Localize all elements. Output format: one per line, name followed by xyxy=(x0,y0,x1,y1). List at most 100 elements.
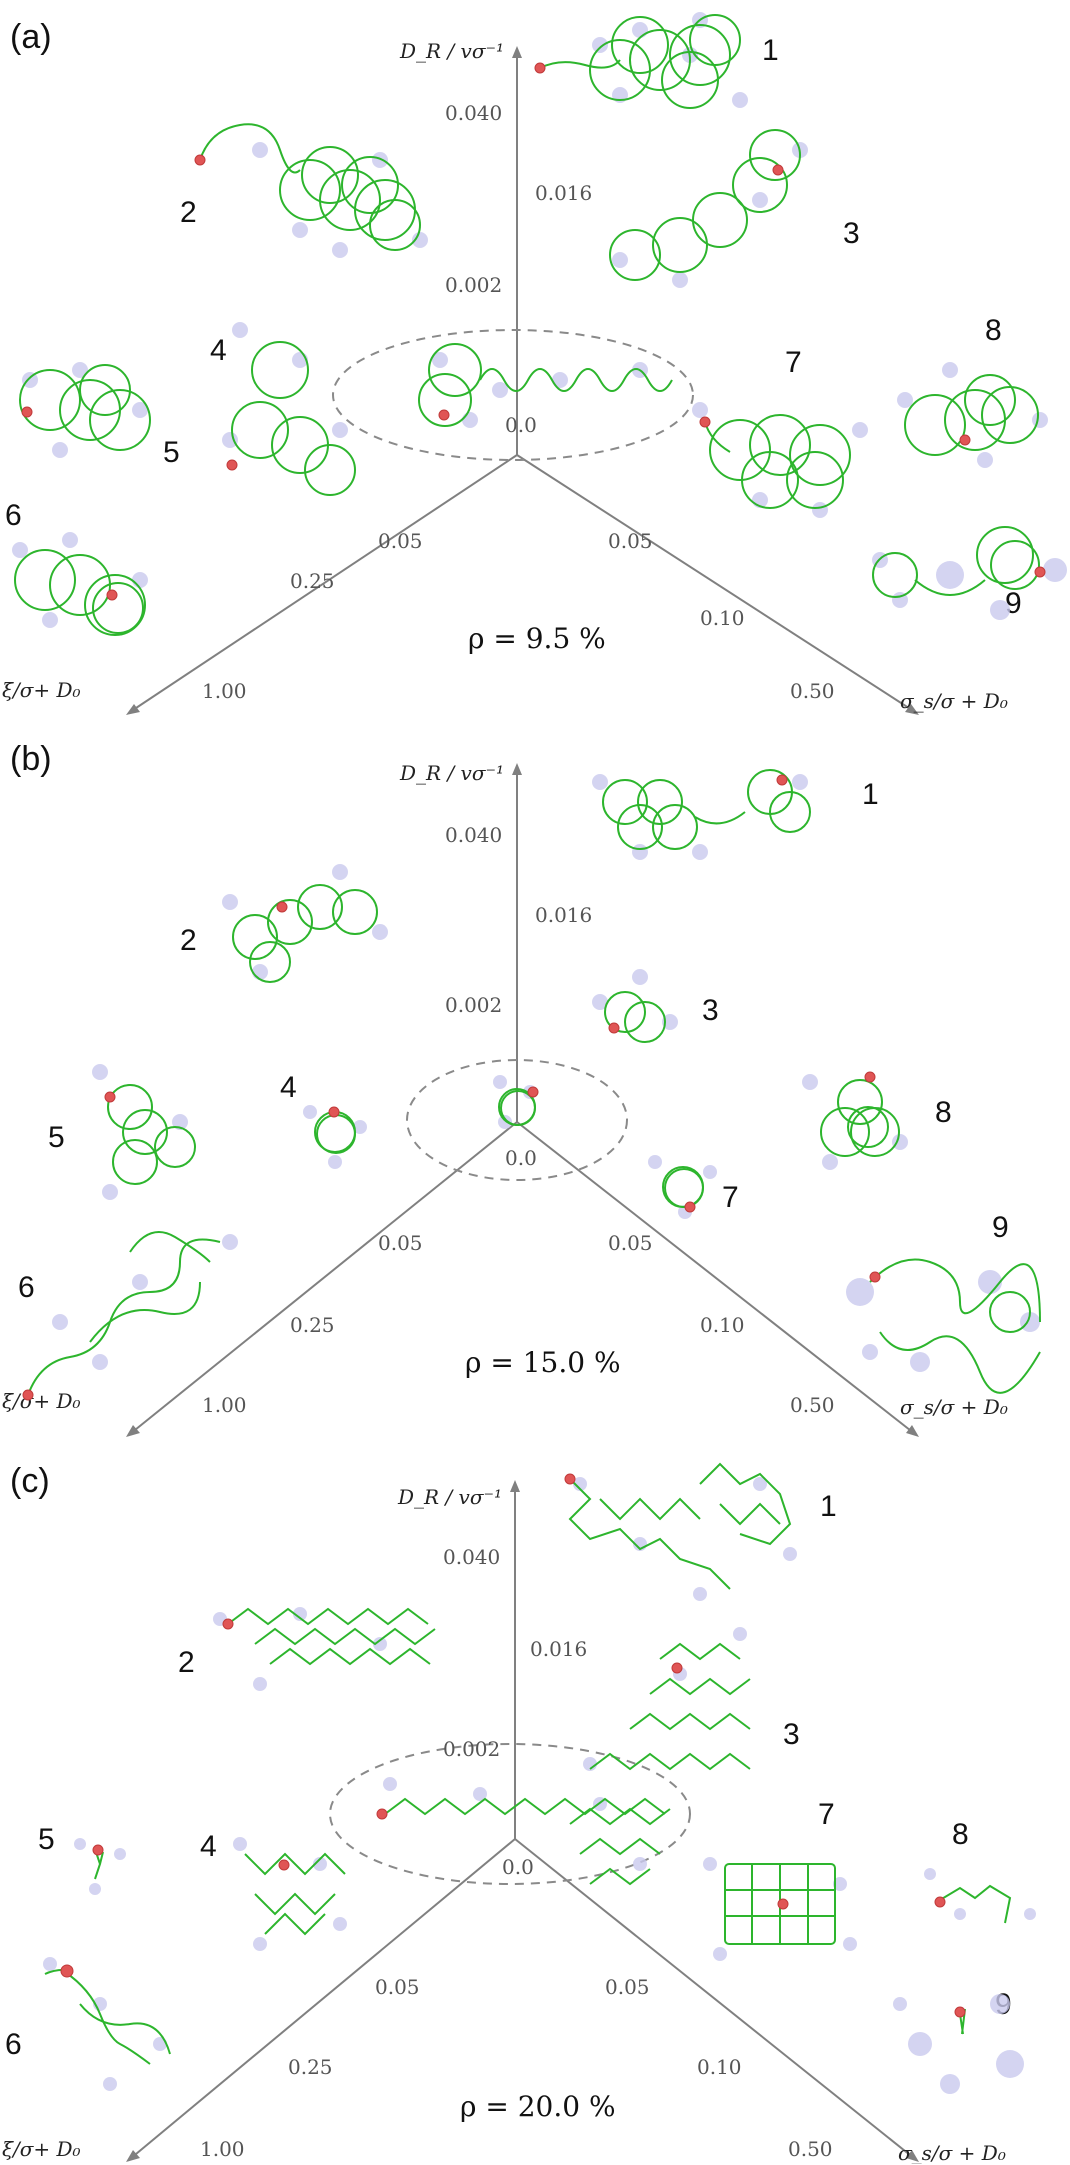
z-axis-arrow xyxy=(512,763,522,775)
left-tick: 0.25 xyxy=(290,569,335,593)
config-number: 3 xyxy=(783,1718,800,1751)
left-tick: 1.00 xyxy=(202,1393,247,1417)
config-number: 2 xyxy=(178,1646,195,1679)
left-axis xyxy=(129,1838,516,2160)
left-axis-title: ξ/σ+ D₀ xyxy=(2,2137,81,2161)
cluster-9 xyxy=(893,1994,1024,2094)
left-axis-arrow xyxy=(126,1425,140,1437)
panel-label: (a) xyxy=(10,18,52,56)
right-axis xyxy=(516,1121,916,1435)
cluster-8 xyxy=(897,362,1048,468)
panel-c: (c) D_R / vσ⁻¹ 0.040 0.016 0.002 0.0 0.0… xyxy=(0,1444,1070,2164)
left-tick: 0.05 xyxy=(375,1975,420,1999)
cluster-6 xyxy=(43,1957,171,2091)
config-number: 5 xyxy=(163,436,180,469)
cluster-7 xyxy=(692,402,868,518)
config-number: 5 xyxy=(38,1823,55,1856)
cluster-8 xyxy=(924,1868,1036,1924)
panel-b: (b) D_R / vσ⁻¹ 0.040 0.016 0.002 0.0 0.0… xyxy=(0,722,1070,1442)
cluster-4 xyxy=(222,322,356,496)
cluster-4 xyxy=(303,1105,367,1169)
right-axis-arrow xyxy=(906,2150,919,2162)
z-axis-title: D_R / vσ⁻¹ xyxy=(399,39,504,63)
cluster-6 xyxy=(22,1231,238,1401)
cluster-3 xyxy=(592,969,678,1043)
cluster-1 xyxy=(564,1462,797,1601)
cluster-9 xyxy=(846,1258,1041,1394)
density-label: ρ = 20.0 % xyxy=(460,2090,616,2123)
z-tick: 0.002 xyxy=(445,993,502,1017)
right-axis-title: σ_s/σ + D₀ xyxy=(898,2141,1006,2164)
left-tick: 0.05 xyxy=(378,529,423,553)
right-tick: 0.50 xyxy=(790,1393,835,1417)
right-tick: 0.05 xyxy=(605,1975,650,1999)
cluster-2 xyxy=(194,123,428,258)
config-number: 4 xyxy=(210,334,227,367)
cluster-1 xyxy=(534,12,748,109)
right-tick: 0.10 xyxy=(700,606,745,630)
config-number: 1 xyxy=(762,34,779,67)
right-tick: 0.50 xyxy=(790,679,835,703)
cluster-3 xyxy=(583,1627,751,1771)
config-number: 1 xyxy=(820,1490,837,1523)
z-axis-arrow xyxy=(510,1480,520,1492)
density-label: ρ = 15.0 % xyxy=(465,1346,621,1379)
cluster-center xyxy=(376,1777,671,1886)
config-number: 8 xyxy=(952,1818,969,1851)
cluster-5 xyxy=(74,1838,126,1895)
right-axis-title: σ_s/σ + D₀ xyxy=(900,1395,1008,1419)
focus-ellipse xyxy=(329,1743,691,1885)
cluster-8 xyxy=(802,1071,908,1170)
config-number: 4 xyxy=(200,1830,217,1863)
config-number: 6 xyxy=(5,2028,22,2061)
config-number: 3 xyxy=(702,994,719,1027)
z-tick: 0.016 xyxy=(535,903,592,927)
z-tick: 0.016 xyxy=(530,1637,587,1661)
origin-tick: 0.0 xyxy=(505,413,537,437)
cluster-7 xyxy=(703,1857,857,1961)
cluster-center xyxy=(493,1075,539,1129)
config-number: 8 xyxy=(935,1096,952,1129)
origin-tick: 0.0 xyxy=(502,1855,534,1879)
left-axis-arrow xyxy=(126,704,140,715)
right-tick: 0.05 xyxy=(608,529,653,553)
z-tick: 0.016 xyxy=(535,181,592,205)
left-tick: 1.00 xyxy=(200,2137,245,2161)
z-tick: 0.040 xyxy=(445,101,502,125)
cluster-2 xyxy=(213,1607,436,1691)
right-tick: 0.05 xyxy=(608,1231,653,1255)
cluster-7 xyxy=(648,1155,717,1219)
config-number: 2 xyxy=(180,924,197,957)
left-tick: 1.00 xyxy=(202,679,247,703)
focus-ellipse xyxy=(332,329,694,461)
config-number: 8 xyxy=(985,314,1002,347)
z-axis-title: D_R / vσ⁻¹ xyxy=(399,761,504,785)
config-number: 1 xyxy=(862,778,879,811)
cluster-4 xyxy=(233,1837,347,1951)
left-axis xyxy=(129,1121,518,1435)
right-tick: 0.10 xyxy=(700,1313,745,1337)
config-number: 5 xyxy=(48,1121,65,1154)
left-axis-arrow xyxy=(126,2150,140,2162)
cluster-1 xyxy=(592,769,811,860)
origin-tick: 0.0 xyxy=(505,1146,537,1170)
left-tick: 0.05 xyxy=(378,1231,423,1255)
right-axis-title: σ_s/σ + D₀ xyxy=(900,689,1008,713)
config-number: 7 xyxy=(722,1181,739,1214)
left-axis xyxy=(129,454,518,713)
left-tick: 0.25 xyxy=(288,2055,333,2079)
config-number: 7 xyxy=(818,1798,835,1831)
z-axis-title: D_R / vσ⁻¹ xyxy=(397,1485,502,1509)
z-tick: 0.040 xyxy=(445,823,502,847)
left-axis-title: ξ/σ+ D₀ xyxy=(2,1389,81,1413)
config-number: 7 xyxy=(785,346,802,379)
left-axis-title: ξ/σ+ D₀ xyxy=(2,678,81,702)
left-tick: 0.25 xyxy=(290,1313,335,1337)
z-tick: 0.002 xyxy=(445,273,502,297)
z-axis-arrow xyxy=(512,46,522,58)
right-tick: 0.50 xyxy=(788,2137,833,2161)
right-axis xyxy=(514,1838,916,2160)
cluster-6 xyxy=(12,532,148,636)
focus-ellipse xyxy=(406,1059,628,1181)
z-tick: 0.002 xyxy=(443,1737,500,1761)
